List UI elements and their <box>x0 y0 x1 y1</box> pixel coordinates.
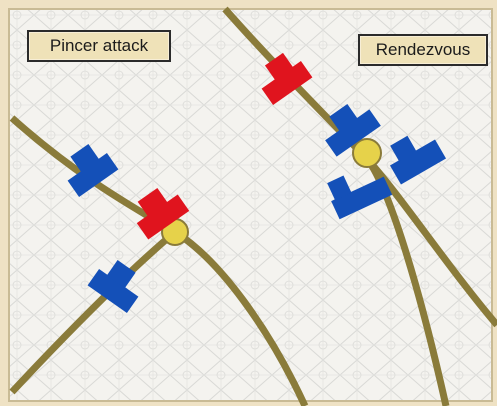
rendezvous-label: Rendezvous <box>358 34 488 66</box>
junction-marker-right <box>353 139 381 167</box>
map-panel <box>9 9 492 401</box>
pincer-attack-label: Pincer attack <box>27 30 171 62</box>
